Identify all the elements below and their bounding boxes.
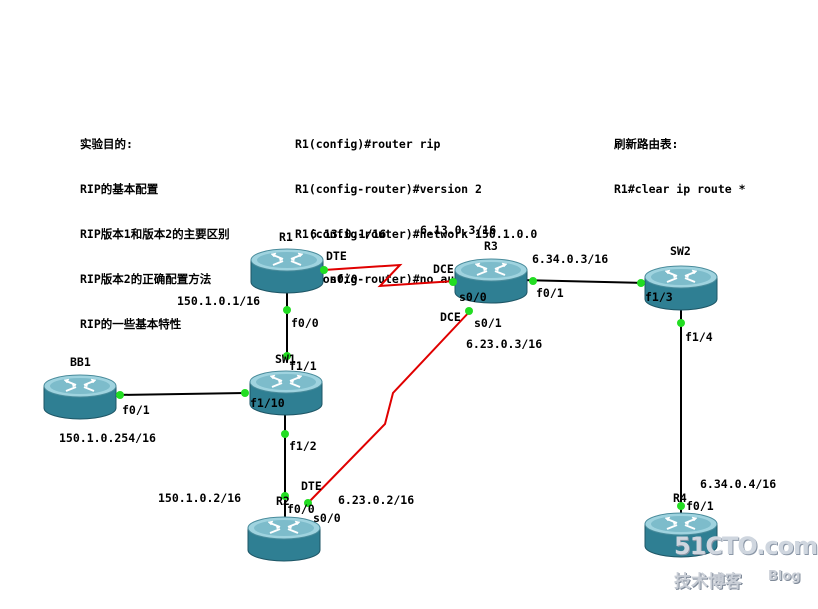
ip-label: 6.23.0.2/16 — [338, 493, 414, 507]
port-dot — [320, 266, 328, 274]
watermark-sub: 技术博客 — [674, 572, 742, 592]
objective-line: RIP的一些基本特性 — [80, 317, 182, 331]
objectives-block: 实验目的: RIP的基本配置 RIP版本1和版本2的主要区别 RIP版本2的正确… — [80, 107, 230, 362]
interface-label: f1/3 — [645, 290, 673, 304]
link-bb1-sw1 — [114, 392, 246, 396]
refresh-block: 刷新路由表: R1#clear ip route * — [614, 107, 746, 227]
objective-line: RIP的基本配置 — [80, 182, 159, 196]
router-r1-icon[interactable] — [250, 248, 324, 294]
ip-label: 150.1.0.254/16 — [59, 431, 156, 445]
port-dot — [677, 502, 685, 510]
interface-label: DCE — [433, 262, 454, 276]
port-dot — [116, 391, 124, 399]
config-line: R1(config)#router rip — [295, 137, 441, 151]
interface-label: f1/2 — [289, 439, 317, 453]
port-dot — [281, 430, 289, 438]
device-name-sw2: SW2 — [670, 244, 691, 258]
watermark-blog: Blog — [768, 569, 801, 584]
port-dot — [529, 277, 537, 285]
interface-label: f0/0 — [287, 502, 315, 516]
ip-label: 150.1.0.2/16 — [158, 491, 241, 505]
interface-label: f0/1 — [686, 499, 714, 513]
link-r3-sw2 — [519, 279, 646, 284]
device-name-r3: R3 — [484, 239, 498, 253]
ip-label: 6.13.0.1/16 — [310, 227, 386, 241]
port-dot — [677, 319, 685, 327]
config-block: R1(config)#router rip R1(config-router)#… — [295, 107, 537, 317]
interface-label: s0/0 — [330, 272, 358, 286]
interface-label: f1/10 — [250, 396, 285, 410]
interface-label: f0/1 — [536, 286, 564, 300]
refresh-line: 刷新路由表: — [614, 137, 679, 151]
router-bb1-icon[interactable] — [43, 374, 117, 420]
interface-label: DCE — [440, 310, 461, 324]
interface-label: f1/4 — [685, 330, 713, 344]
port-dot — [283, 352, 291, 360]
interface-label: s0/0 — [313, 511, 341, 525]
interface-label: s0/1 — [474, 316, 502, 330]
serial-r3-r2 — [306, 308, 473, 505]
device-name-r1: R1 — [279, 230, 293, 244]
ip-label: 6.34.0.4/16 — [700, 477, 776, 491]
config-line: R1(config-router)#network 150.1.0.0 — [295, 227, 538, 241]
port-dot — [283, 306, 291, 314]
objective-line: 实验目的: — [80, 137, 133, 151]
port-dot — [281, 492, 289, 500]
device-name-sw1: SW1 — [275, 352, 296, 366]
port-dot — [449, 278, 457, 286]
objective-line: RIP版本1和版本2的主要区别 — [80, 227, 230, 241]
interface-label: DTE — [301, 479, 322, 493]
interface-label: f0/1 — [122, 403, 150, 417]
refresh-line: R1#clear ip route * — [614, 182, 746, 196]
ip-label: 6.34.0.3/16 — [532, 252, 608, 266]
port-dot — [637, 279, 645, 287]
watermark-site: 51CTO.com — [674, 532, 818, 560]
device-name-r2: R2 — [276, 494, 290, 508]
ip-label: 150.1.0.1/16 — [177, 294, 260, 308]
objective-line: RIP版本2的正确配置方法 — [80, 272, 212, 286]
device-name-r4: R4 — [673, 491, 687, 505]
port-dot — [465, 307, 473, 315]
serial-r1-r3 — [323, 263, 456, 288]
interface-label: s0/0 — [459, 290, 487, 304]
port-dot — [241, 389, 249, 397]
config-line: R1(config-router)#version 2 — [295, 182, 482, 196]
ip-label: 6.23.0.3/16 — [466, 337, 542, 351]
router-r2-icon[interactable] — [247, 516, 321, 562]
interface-label: f1/1 — [289, 359, 317, 373]
interface-label: f0/0 — [291, 316, 319, 330]
ip-label: 6.13.0.3/16 — [420, 223, 496, 237]
interface-label: DTE — [326, 249, 347, 263]
port-dot — [304, 499, 312, 507]
site-watermark: 51CTO.com 技术博客 Blog — [672, 532, 818, 592]
device-name-bb1: BB1 — [70, 355, 91, 369]
